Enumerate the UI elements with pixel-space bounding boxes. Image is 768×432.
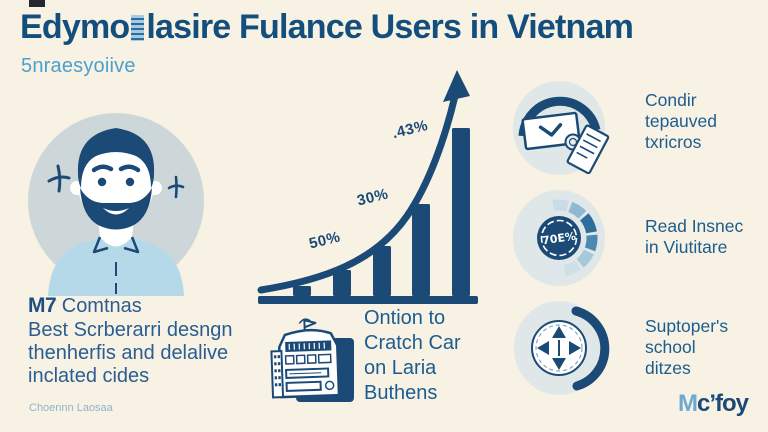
left-lead-bold: M7 xyxy=(28,294,57,317)
logo-part1: M xyxy=(678,390,698,417)
brand-logo: Mc’foy xyxy=(678,390,749,418)
center-line-1: Ontion to xyxy=(364,307,446,329)
man-illustration xyxy=(28,113,204,296)
left-lead-line: M7 Comtnas xyxy=(28,294,268,318)
growth-chart: 50% 30% .43% xyxy=(253,68,485,308)
top-edge-glitch xyxy=(29,0,45,7)
center-line-3: on Laria xyxy=(364,357,437,379)
right-item-1: Condir tepauved txricros xyxy=(505,68,767,178)
sparkle-left-icon xyxy=(47,164,71,193)
percent-gauge-icon: 70E% xyxy=(513,190,605,286)
right1-line-1: Condir xyxy=(645,90,697,110)
right2-line-2: in Viutitare xyxy=(645,237,728,257)
right3-line-1: Suptoper's xyxy=(645,316,729,336)
right3-line-3: ditzes xyxy=(645,358,691,378)
trend-curve xyxy=(257,92,459,294)
title-part2: lasire Fulance Users in Vietnam xyxy=(146,8,634,46)
right-item-2: 70E% Read Insnec in Viutitare xyxy=(505,178,767,288)
man-figure xyxy=(48,128,184,296)
logo-part2: c’foy xyxy=(697,390,749,417)
right2-line-1: Read Insnec xyxy=(645,216,744,236)
right-item-3-text: Suptoper's school ditzes xyxy=(645,316,728,379)
right1-line-3: txricros xyxy=(645,132,702,152)
left-text-block: M7 Comtnas Best Scrberarri desngn thenhe… xyxy=(28,294,268,388)
center-item-text: Ontion to Cratch Car on Laria Buthens xyxy=(364,306,461,406)
right3-line-2: school xyxy=(645,337,696,357)
arrow-up-icon xyxy=(443,70,470,102)
center-line-2: Cratch Car xyxy=(364,332,461,354)
sparkle-right-icon xyxy=(167,175,185,199)
center-line-4: Buthens xyxy=(364,382,438,404)
right1-line-2: tepauved xyxy=(645,111,718,131)
bar-series xyxy=(293,128,470,296)
chart-baseline xyxy=(258,296,478,304)
left-line-2: thenherfis and delalive xyxy=(28,342,229,364)
footnote: Choennn Laosaa xyxy=(29,402,113,414)
compass-arrows-icon xyxy=(514,301,610,395)
title-glitch-block xyxy=(131,15,145,41)
growth-chart-svg xyxy=(257,70,478,304)
envelope-receipt-icon xyxy=(513,81,610,175)
right-item-1-text: Condir tepauved txricros xyxy=(645,90,717,153)
cash-register-icon xyxy=(270,318,354,402)
subtitle: 5nraesyoiive xyxy=(21,55,136,77)
right-item-3: Suptoper's school ditzes xyxy=(505,288,767,398)
page-title: Edymo lasire Fulance Users in Vietnam xyxy=(20,8,634,47)
left-line-1: Best Scrberarri desngn xyxy=(28,319,233,341)
gauge-value: 70E% xyxy=(541,230,576,248)
center-item: Ontion to Cratch Car on Laria Buthens xyxy=(266,306,512,428)
left-lead-rest: Comtnas xyxy=(56,295,142,317)
right-item-2-text: Read Insnec in Viutitare xyxy=(645,216,743,258)
title-part1: Edymo xyxy=(20,8,130,46)
left-line-3: inclated cides xyxy=(28,365,150,387)
